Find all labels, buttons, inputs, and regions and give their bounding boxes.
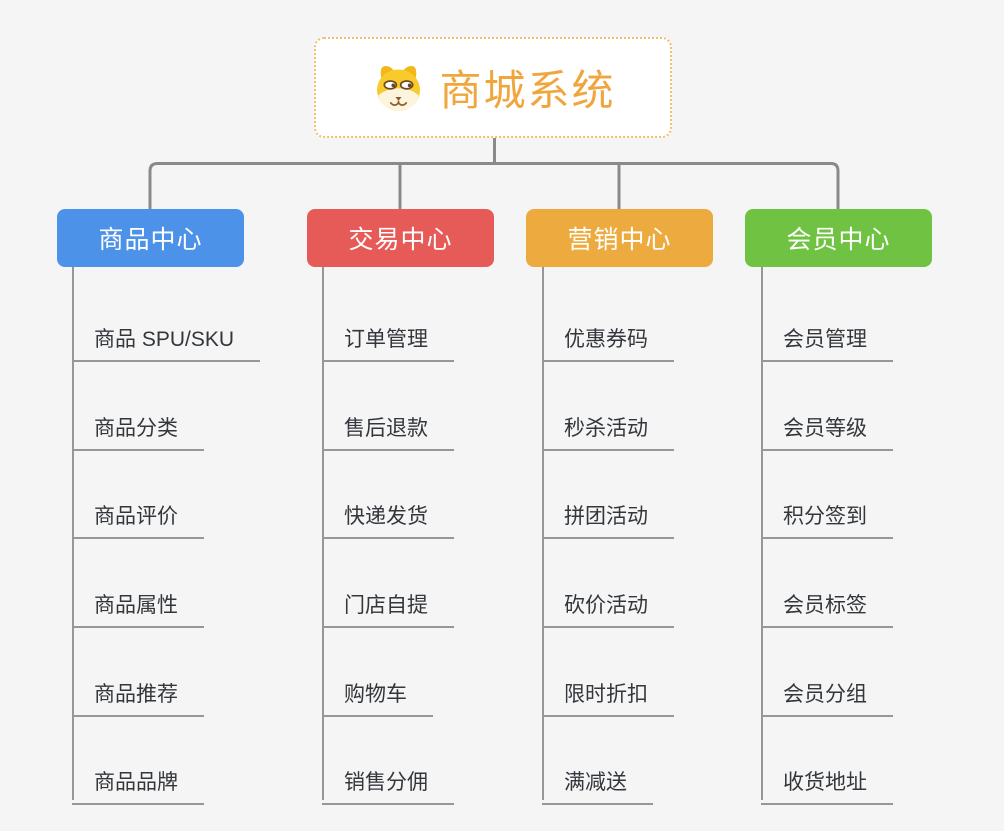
leaf-node-sales-commission[interactable]: 销售分佣 bbox=[322, 756, 454, 805]
leaf-node-product-spu-sku[interactable]: 商品 SPU/SKU bbox=[72, 313, 261, 362]
branch-trunk-line bbox=[542, 267, 544, 800]
leaf-node-member-level[interactable]: 会员等级 bbox=[761, 402, 893, 451]
leaf-node-product-review[interactable]: 商品评价 bbox=[72, 490, 204, 539]
leaf-node-coupon-code[interactable]: 优惠券码 bbox=[542, 313, 674, 362]
branch-node-trade-center[interactable]: 交易中心 bbox=[307, 209, 494, 267]
leaf-node-shipping-address[interactable]: 收货地址 bbox=[761, 756, 893, 805]
dog-face-icon bbox=[377, 65, 421, 111]
branch-label: 交易中心 bbox=[348, 226, 453, 254]
leaf-node-group-buy[interactable]: 拼团活动 bbox=[542, 490, 674, 539]
leaf-node-shopping-cart[interactable]: 购物车 bbox=[322, 668, 433, 717]
leaf-node-product-recommend[interactable]: 商品推荐 bbox=[72, 668, 204, 717]
leaf-node-member-tag[interactable]: 会员标签 bbox=[761, 579, 893, 628]
leaf-node-limited-discount[interactable]: 限时折扣 bbox=[542, 668, 674, 717]
leaf-node-full-reduction[interactable]: 满减送 bbox=[542, 756, 653, 805]
leaf-node-express-delivery[interactable]: 快递发货 bbox=[322, 490, 454, 539]
branch-node-marketing-center[interactable]: 营销中心 bbox=[526, 209, 713, 267]
leaf-node-order-management[interactable]: 订单管理 bbox=[322, 313, 454, 362]
leaf-node-bargain-activity[interactable]: 砍价活动 bbox=[542, 579, 674, 628]
branch-trunk-line bbox=[72, 267, 74, 800]
leaf-node-after-sale-refund[interactable]: 售后退款 bbox=[322, 402, 454, 451]
branch-node-member-center[interactable]: 会员中心 bbox=[745, 209, 932, 267]
leaf-node-points-checkin[interactable]: 积分签到 bbox=[761, 490, 893, 539]
canvas-bottom-edge bbox=[0, 831, 1004, 840]
leaf-node-product-category[interactable]: 商品分类 bbox=[72, 402, 204, 451]
branch-trunk-line bbox=[761, 267, 763, 800]
branch-node-product-center[interactable]: 商品中心 bbox=[57, 209, 244, 267]
leaf-node-member-group[interactable]: 会员分组 bbox=[761, 668, 893, 717]
branch-label: 商品中心 bbox=[98, 226, 203, 254]
branch-label: 会员中心 bbox=[786, 226, 891, 254]
root-node[interactable]: 商城系统 bbox=[314, 37, 672, 138]
leaf-node-store-pickup[interactable]: 门店自提 bbox=[322, 579, 454, 628]
branch-label: 营销中心 bbox=[567, 226, 672, 254]
leaf-node-product-attribute[interactable]: 商品属性 bbox=[72, 579, 204, 628]
leaf-node-flash-sale[interactable]: 秒杀活动 bbox=[542, 402, 674, 451]
root-node-title: 商城系统 bbox=[439, 67, 616, 114]
leaf-node-member-management[interactable]: 会员管理 bbox=[761, 313, 893, 362]
branch-trunk-line bbox=[322, 267, 324, 800]
leaf-node-product-brand[interactable]: 商品品牌 bbox=[72, 756, 204, 805]
